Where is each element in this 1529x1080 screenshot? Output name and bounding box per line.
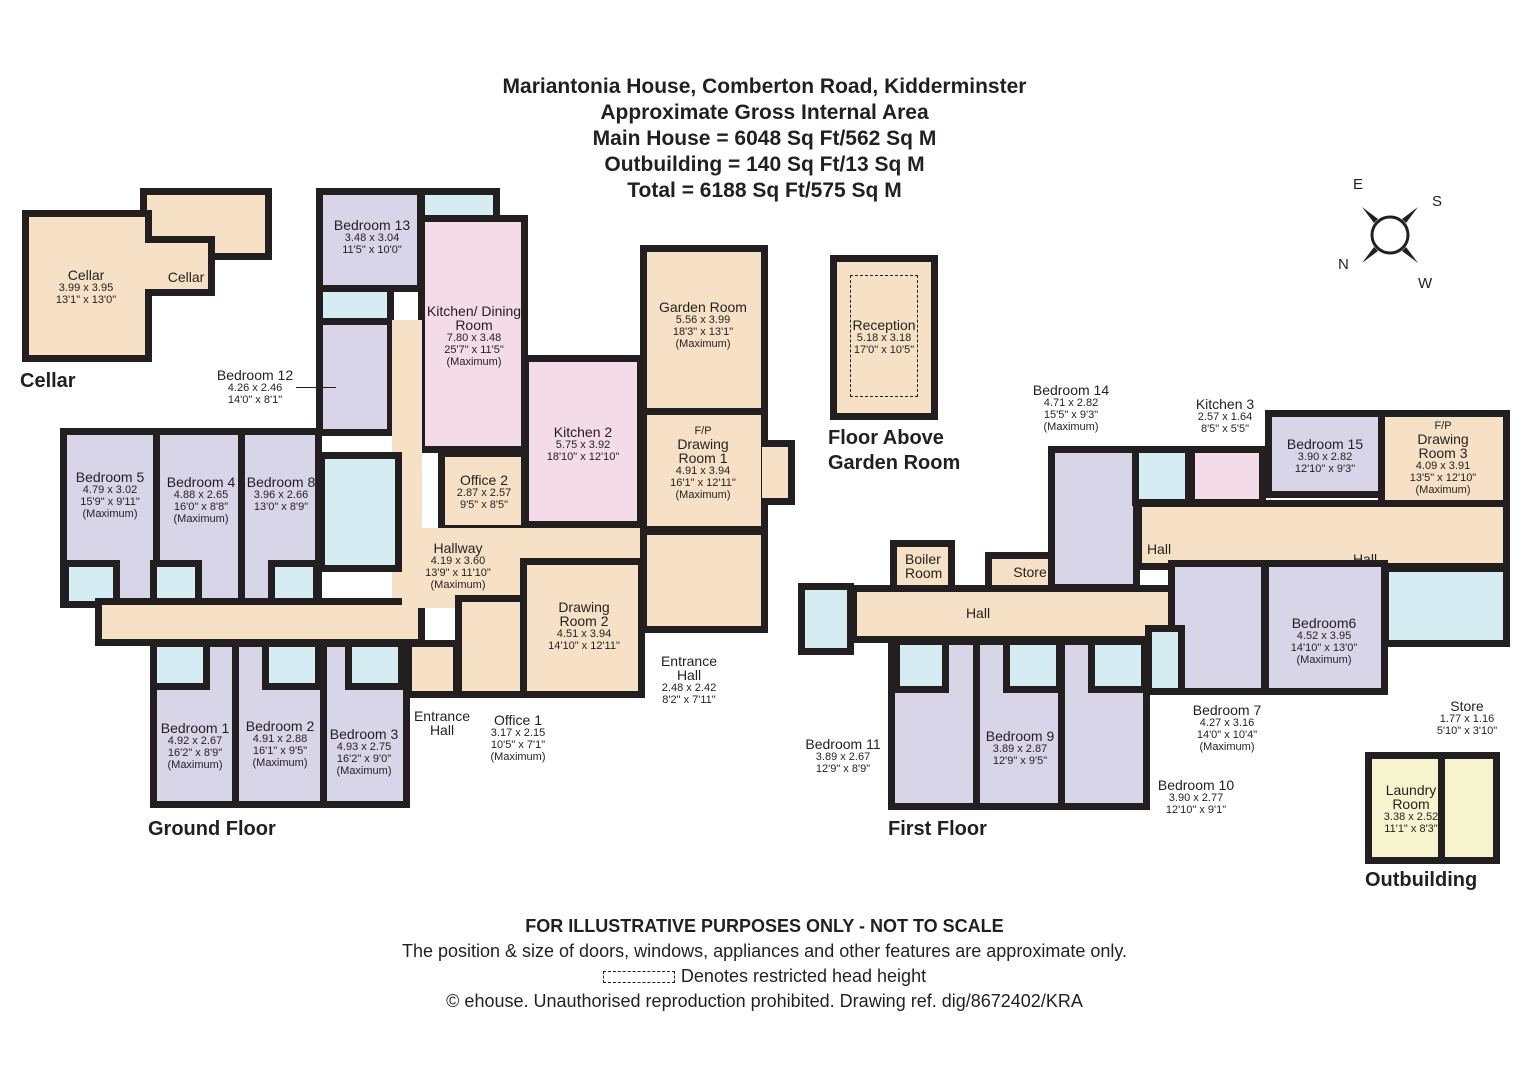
bedroom-5-ensuite xyxy=(62,560,120,608)
footer: FOR ILLUSTRATIVE PURPOSES ONLY - NOT TO … xyxy=(0,914,1529,1014)
header: Mariantonia House, Comberton Road, Kidde… xyxy=(0,74,1529,204)
subtitle: Approximate Gross Internal Area xyxy=(600,101,929,124)
bedroom-6-bathroom xyxy=(1382,565,1510,647)
compass-icon xyxy=(1362,207,1418,263)
floor-label-first: First Floor xyxy=(888,818,987,840)
floor-label-outbuilding: Outbuilding xyxy=(1365,869,1478,891)
disclaimer-title: FOR ILLUSTRATIVE PURPOSES ONLY - NOT TO … xyxy=(525,916,1004,936)
compass-e: E xyxy=(1353,176,1364,193)
first-floor-hall xyxy=(850,585,1180,643)
floor-label-above-garden: Floor Above Garden Room xyxy=(828,427,961,474)
first-floor-bathroom xyxy=(798,583,854,655)
restricted-height-icon xyxy=(602,971,675,984)
bedroom-2-ensuite xyxy=(262,640,322,690)
room-reception xyxy=(830,255,938,420)
compass-w: W xyxy=(1418,275,1433,292)
room-garden-room xyxy=(640,245,768,415)
room-store xyxy=(985,552,1055,592)
room-bedroom-12 xyxy=(316,318,394,436)
room-entrance-hall-small xyxy=(405,640,460,698)
label-hall-2: Hall xyxy=(1146,541,1172,557)
bedroom-12-pointer xyxy=(296,387,336,388)
copyright: © ehouse. Unauthorised reproduction proh… xyxy=(446,991,1083,1011)
title: Mariantonia House, Comberton Road, Kidde… xyxy=(502,75,1027,98)
label-cellar-small: Cellar xyxy=(167,269,205,285)
disclaimer-text: The position & size of doors, windows, a… xyxy=(401,941,1128,961)
restricted-height-legend: Denotes restricted head height xyxy=(0,964,1529,989)
room-boiler xyxy=(890,540,955,592)
room-bedroom-14 xyxy=(1048,446,1140,591)
bedroom-11-ensuite xyxy=(893,638,949,693)
label-entrance-hall-small: Entrance Hall xyxy=(413,708,471,738)
bedroom-3-ensuite xyxy=(345,640,405,690)
compass-s: S xyxy=(1432,193,1443,210)
ground-corridor xyxy=(95,598,425,646)
room-drawing-room-1 xyxy=(640,408,768,533)
bedroom-1-ensuite xyxy=(150,640,210,690)
label-hall-3: Hall xyxy=(1352,551,1378,567)
restricted-head-height-area xyxy=(850,275,918,397)
room-office-1 xyxy=(455,595,527,698)
floor-label-cellar: Cellar xyxy=(20,370,76,392)
floor-label-ground: Ground Floor xyxy=(148,818,276,840)
main-house-area: Main House = 6048 Sq Ft/562 Sq M xyxy=(592,127,937,150)
room-kitchen-2 xyxy=(522,355,644,528)
room-kitchen-3 xyxy=(1188,446,1266,506)
outbuilding-area: Outbuilding = 140 Sq Ft/13 Sq M xyxy=(604,153,925,176)
compass-n: N xyxy=(1338,256,1349,273)
label-hall: Hall xyxy=(965,605,991,621)
room-entrance-hall xyxy=(640,528,768,633)
label-boiler-room: Boiler Room xyxy=(905,551,943,581)
label-store: Store xyxy=(1013,564,1047,580)
bedroom-10-ensuite xyxy=(1088,638,1148,693)
ground-bathroom xyxy=(318,452,402,572)
room-cellar-small xyxy=(145,236,215,296)
total-area: Total = 6188 Sq Ft/575 Sq M xyxy=(627,179,902,202)
bedroom-14-bath xyxy=(1132,446,1192,506)
room-outbuilding-store xyxy=(1438,752,1500,864)
drawing-room-1-bay xyxy=(762,440,795,505)
bedroom-7-ensuite xyxy=(1145,625,1185,695)
bedroom-9-ensuite xyxy=(1003,638,1063,693)
